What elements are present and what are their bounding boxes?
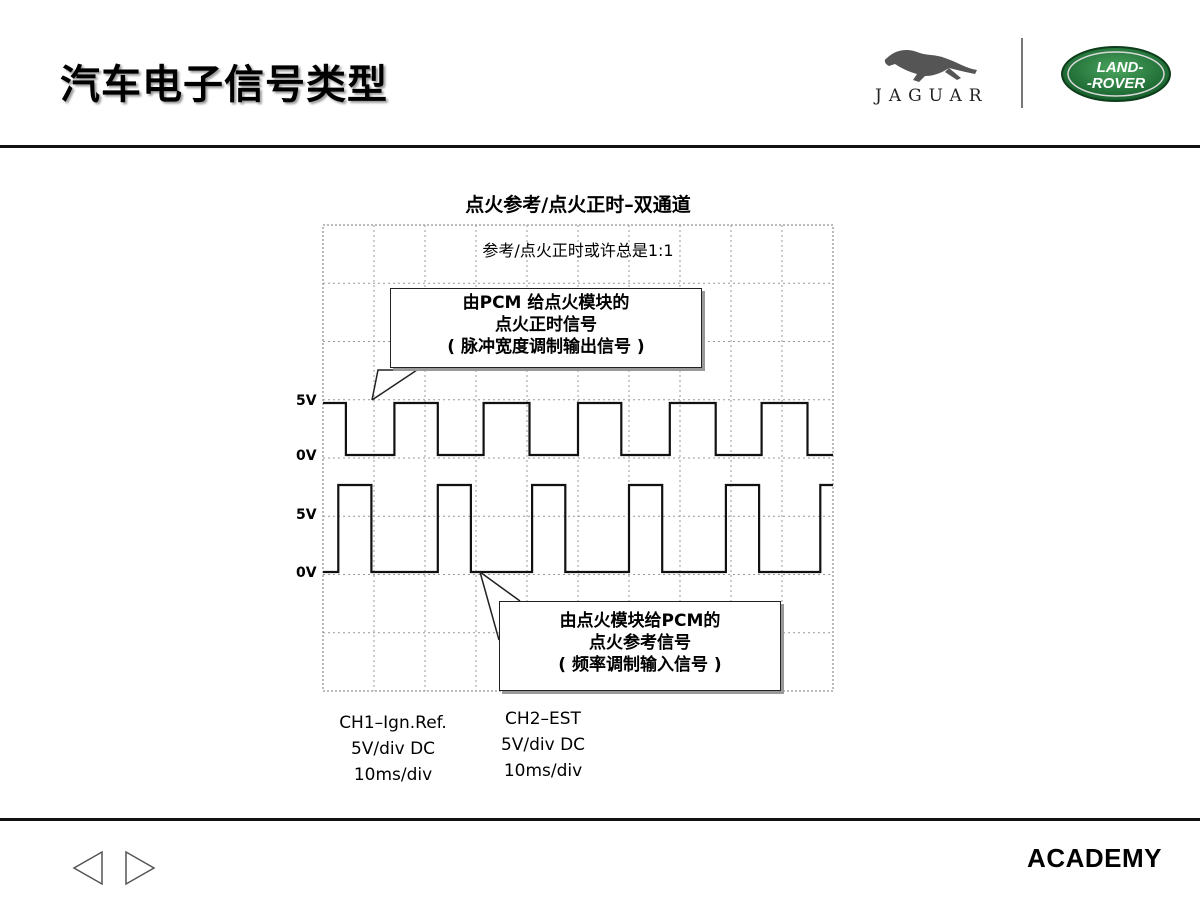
callout-timing-signal: 由PCM 给点火模块的 点火正时信号 ( 脉冲宽度调制输出信号 ) — [390, 288, 702, 368]
callout-bottom-pointer-2 — [479, 571, 500, 641]
ch1-high-label: 5V — [296, 393, 317, 409]
legend-ch2: CH2–EST 5V/div DC 10ms/div — [478, 706, 608, 784]
callout-bottom-line1: 由点火模块给PCM的 — [559, 611, 721, 631]
ch2-high-label: 5V — [296, 507, 317, 523]
logo-separator — [1021, 38, 1023, 108]
jaguar-leaper-icon — [884, 50, 977, 82]
callout-top-line1: 由PCM 给点火模块的 — [462, 293, 630, 313]
callout-bottom-line3: ( 频率调制输入信号 ) — [558, 655, 722, 675]
land-rover-line1: LAND- — [1097, 59, 1144, 76]
legend-ch2-time: 10ms/div — [503, 761, 583, 781]
land-rover-logo: LAND- -ROVER — [1061, 46, 1171, 102]
legend-ch1-time: 10ms/div — [353, 765, 433, 785]
legend-ch1: CH1–Ign.Ref. 5V/div DC 10ms/div — [318, 710, 468, 788]
header-rule — [0, 145, 1200, 148]
legend-ch1-name: CH1–Ign.Ref. — [339, 713, 447, 733]
jaguar-wordmark: JAGUAR — [875, 86, 989, 106]
ch1-low-label: 0V — [296, 448, 317, 464]
callout-top-line2: 点火正时信号 — [495, 315, 597, 335]
callout-top-line3: ( 脉冲宽度调制输出信号 ) — [447, 337, 645, 357]
callout-reference-signal: 由点火模块给PCM的 点火参考信号 ( 频率调制输入信号 ) — [499, 601, 781, 691]
slide-title: 汽车电子信号类型 — [60, 62, 388, 108]
trace-ch1-ign-ref — [323, 401, 833, 457]
next-slide-icon[interactable] — [120, 848, 160, 888]
footer-rule — [0, 818, 1200, 821]
scope-note: 参考/点火正时或许总是1:1 — [482, 241, 674, 260]
legend-ch1-scale: 5V/div DC — [350, 739, 436, 759]
ch2-low-label: 0V — [296, 565, 317, 581]
callout-top-pointer — [371, 369, 394, 401]
callout-top-pointer-back — [371, 367, 421, 401]
previous-slide-icon[interactable] — [68, 848, 108, 888]
academy-label: ACADEMY — [1027, 843, 1162, 873]
legend-ch2-name: CH2–EST — [505, 709, 581, 729]
trace-ch2-est — [323, 483, 833, 574]
callout-bottom-pointer — [479, 571, 521, 602]
callout-bottom-line2: 点火参考信号 — [589, 633, 691, 653]
legend-ch2-scale: 5V/div DC — [500, 735, 586, 755]
chart-title: 点火参考/点火正时–双通道 — [465, 194, 691, 216]
land-rover-line2: -ROVER — [1087, 75, 1146, 92]
